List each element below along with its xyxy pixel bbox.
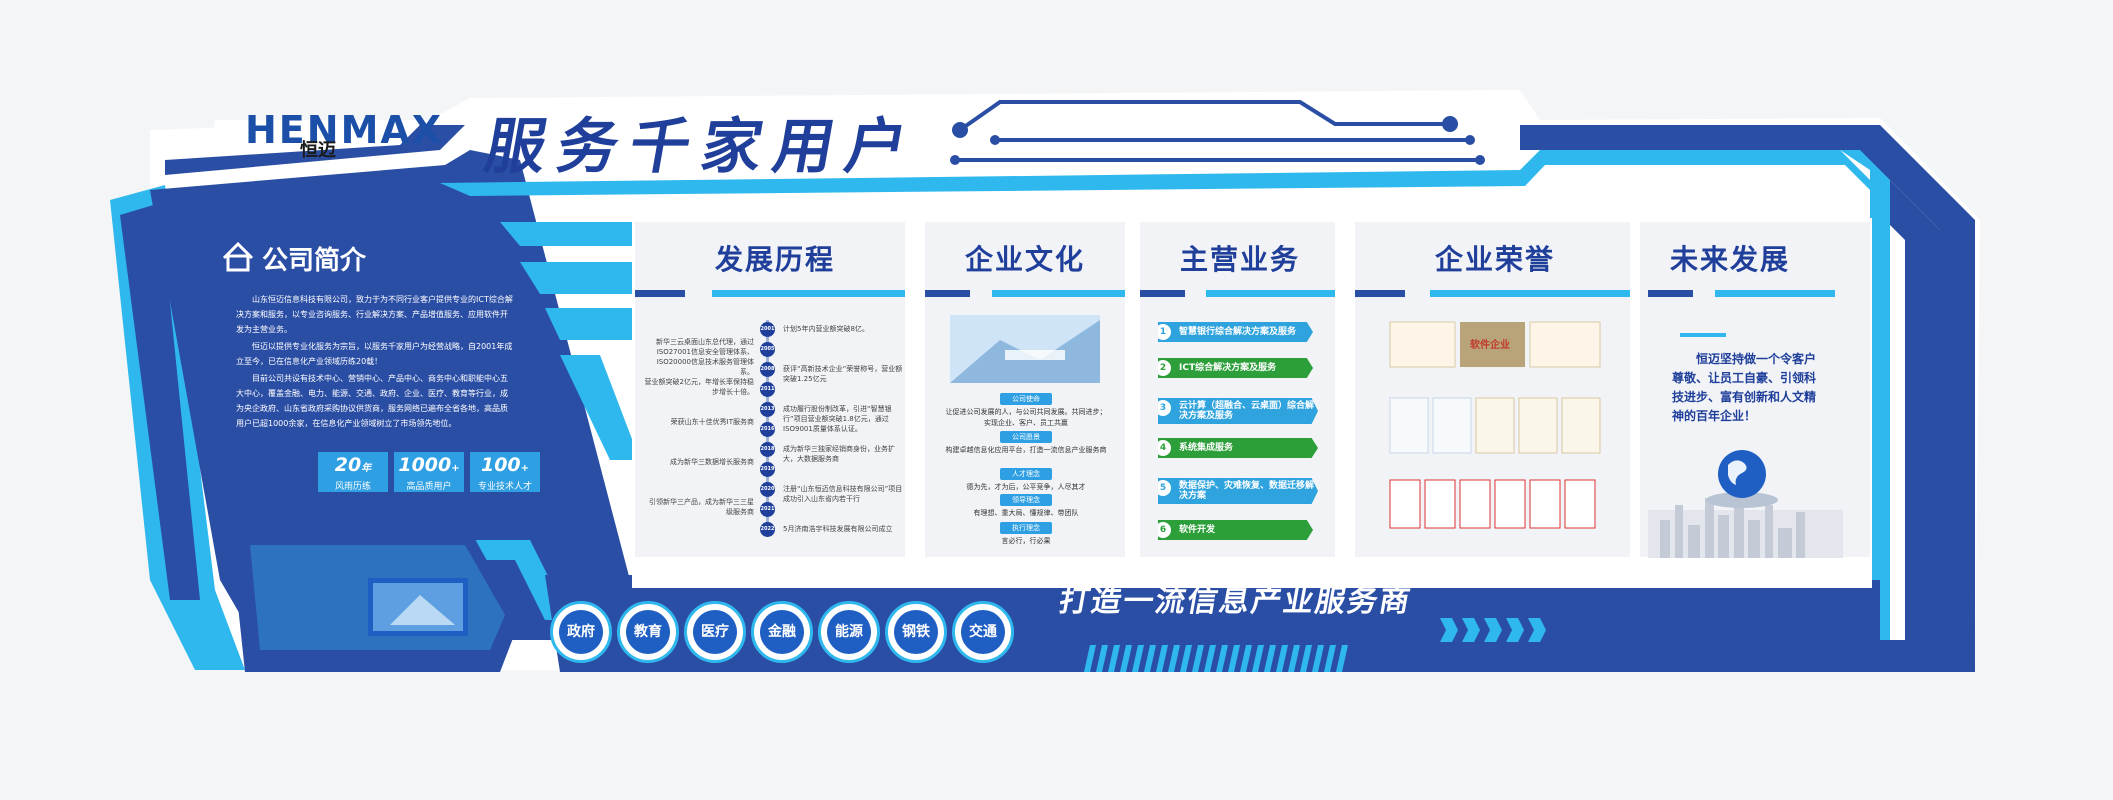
timeline-text: 荣获山东十佳优秀IT服务商 [670,418,754,426]
culture-tag: 人才理念 [1000,468,1052,480]
business-item-label: 智慧银行综合解决方案及服务 [1179,327,1297,337]
timeline-year-dot: 2022 [760,522,775,537]
culture-text: 有理想、重大局、懂规律、带团队 [973,509,1079,517]
business-item: 2 ICT综合解决方案及服务 [1158,358,1313,378]
honors-title: 企业荣誉 [1434,243,1555,276]
intro-paragraph: 恒迈以提供专业化服务为宗旨，以服务千家用户为经营战略，自2001年成立至今，已在… [236,342,513,366]
business-item: 5 数据保护、灾难恢复、数据迁移解决方案 [1158,478,1318,504]
culture-text: 德为先，才为后，公平竞争，人尽其才 [966,483,1086,491]
stat-unit: + [451,463,460,474]
business-title: 主营业务 [1179,243,1300,276]
business-item: 3 云计算（超融合、云桌面）综合解决方案及服务 [1158,398,1318,424]
business-item-label: 系统集成服务 [1179,443,1234,453]
stat-value: 100 [480,454,521,476]
stat-label: 高品质用户 [406,482,452,492]
stat-unit: + [520,463,530,474]
timeline-year-dot: 2001 [760,322,775,337]
business-item-number: 4 [1158,440,1171,456]
stat-label: 专业技术人才 [477,482,532,492]
future-text: 恒迈坚持做一个令客户尊敬、让员工自豪、引领科技进步、富有创新和人文精神的百年企业… [1672,352,1817,423]
stat-talent: 100+ 专业技术人才 [470,452,540,492]
business-item-number: 3 [1158,400,1171,416]
timeline-year-dot: 2021 [760,502,775,517]
business-item-label: 云计算（超融合、云桌面）综合解决方案及服务 [1179,401,1315,421]
logo-subtitle: 恒迈 [300,140,336,161]
intro-paragraph: 山东恒迈信息科技有限公司，致力于为不同行业客户提供专业的ICT综合解决方案和服务… [236,295,513,334]
timeline-year-dot: 2013 [760,402,775,417]
timeline-text: 注册“山东恒迈信息科技有限公司”项目成功引入山东省内若干行 [783,485,903,503]
culture-tag: 领导理念 [1000,494,1052,506]
business-item-number: 5 [1158,480,1171,496]
culture-tag: 公司愿景 [1000,431,1052,443]
timeline-text: 成为新华三独家经销商身份，业务扩大，大数据服务商 [783,445,895,463]
business-item: 1 智慧银行综合解决方案及服务 [1158,322,1313,342]
culture-text: 让促进公司发展的人，与公司共同发展。共同进步；实现企业、客户、员工共赢 [945,408,1107,427]
business-item: 6 软件开发 [1158,520,1313,540]
industry-badge: 能源 [818,601,880,663]
timeline-text: 引领新华三产品，成为新华三三星级服务商 [649,498,754,516]
industry-label: 能源 [827,610,871,654]
industry-badge: 金融 [751,601,813,663]
industry-badge: 政府 [550,601,612,663]
culture-tag: 公司使命 [1000,393,1052,405]
industry-label: 政府 [559,610,603,654]
timeline-year-dot: 2008 [760,362,775,377]
industry-label: 交通 [961,610,1005,654]
industry-badge: 钢铁 [885,601,947,663]
business-item: 4 系统集成服务 [1158,438,1318,458]
timeline-text: 成功履行股份制改革，引进“智慧银行”项目营业额突破1.8亿元，通过ISO9001… [783,405,892,433]
timeline-text: 新华三云桌面山东总代理，通过ISO27001信息安全管理体系、ISO20000信… [656,338,754,376]
industry-badge: 医疗 [684,601,746,663]
timeline-text: 营业额突破2亿元，年增长率保持稳步增长十倍。 [644,378,754,396]
business-item-label: ICT综合解决方案及服务 [1179,363,1277,373]
stat-value: 20 [334,454,362,476]
industry-label: 钢铁 [894,610,938,654]
timeline-text: 5月济南浩宇科技发展有限公司成立 [783,525,893,533]
slogan: 打造一流信息产业服务商 [1056,584,1415,619]
intro-body: 山东恒迈信息科技有限公司，致力于为不同行业客户提供专业的ICT综合解决方案和服务… [236,292,514,433]
honor-badge-text: 软件企业 [1470,340,1510,351]
culture-title: 企业文化 [964,243,1085,276]
timeline-year-dot: 2020 [760,482,775,497]
timeline-text: 获评“高新技术企业”荣誉称号，营业额突破1.25亿元 [783,365,903,383]
timeline-year-dot: 2005 [760,342,775,357]
intro-paragraph: 目前公司共设有技术中心、营销中心、产品中心、商务中心和职能中心五大中心，覆盖金融… [236,374,508,428]
main-title: 服务千家用户 [479,112,925,182]
business-item-number: 2 [1158,360,1171,376]
industry-label: 医疗 [693,610,737,654]
culture-text: 构建卓越信息化应用平台，打造一流信息产业服务商 [945,446,1107,454]
timeline-year-dot: 2011 [760,382,775,397]
stat-users: 1000+ 高品质用户 [394,452,464,492]
industry-label: 金融 [760,610,804,654]
industry-badge: 教育 [617,601,679,663]
culture-text: 言必行，行必果 [1001,537,1051,545]
industry-badge: 交通 [952,601,1014,663]
timeline-year-dot: 2018 [760,442,775,457]
intro-title: 公司简介 [262,246,367,276]
timeline-text: 成为新华三数据增长服务商 [670,458,754,466]
stat-years: 20年 风雨历练 [318,452,388,492]
business-item-number: 6 [1158,522,1171,538]
business-item-label: 软件开发 [1179,525,1216,535]
home-icon [222,241,254,272]
culture-tag: 执行理念 [1000,522,1052,534]
industry-label: 教育 [626,610,670,654]
business-item-label: 数据保护、灾难恢复、数据迁移解决方案 [1179,481,1315,501]
logo: HENMAX [245,108,444,152]
stat-value: 1000 [398,454,452,476]
timeline-year-dot: 2019 [760,462,775,477]
stat-unit: 年 [361,463,372,474]
timeline-year-dot: 2016 [760,422,775,437]
future-title: 未来发展 [1669,243,1790,276]
business-item-number: 1 [1158,324,1171,340]
timeline-text: 计划5年内营业额突破8亿。 [783,325,869,333]
stat-label: 风雨历练 [334,482,371,492]
history-title: 发展历程 [714,243,835,276]
